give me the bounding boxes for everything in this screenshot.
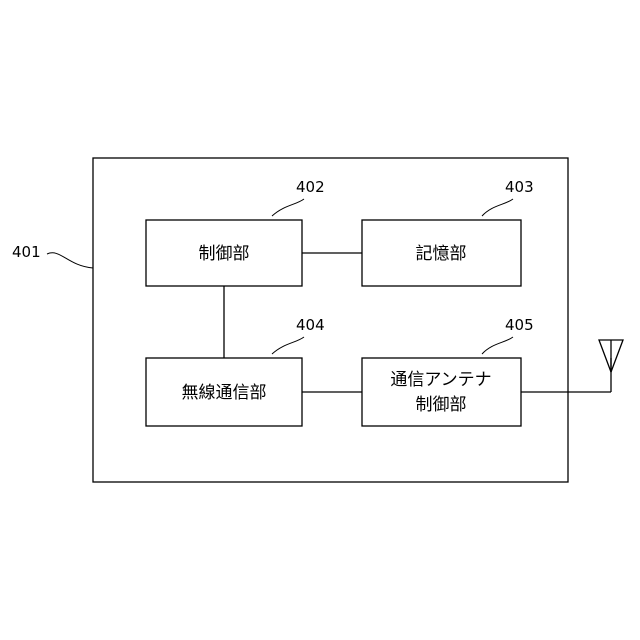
control-unit-leader — [272, 199, 304, 216]
storage-unit-leader — [482, 199, 513, 216]
device-ref-label: 401 — [12, 243, 41, 261]
control-unit-ref: 402 — [296, 178, 325, 196]
antenna-control-unit-leader — [482, 337, 513, 354]
antenna-control-unit-ref: 405 — [505, 316, 534, 334]
device-leader-line — [47, 253, 93, 268]
wireless-unit-ref: 404 — [296, 316, 325, 334]
storage-unit-label: 記憶部 — [416, 244, 467, 264]
antenna-control-unit-label-line1: 通信アンテナ — [390, 370, 491, 390]
control-unit-label: 制御部 — [199, 244, 250, 264]
wireless-unit-leader — [272, 337, 304, 354]
antenna-control-unit-label-line2: 制御部 — [416, 395, 467, 415]
antenna-icon — [599, 340, 623, 372]
wireless-unit-label: 無線通信部 — [182, 383, 267, 403]
storage-unit-ref: 403 — [505, 178, 534, 196]
antenna-control-unit-box — [362, 358, 521, 426]
